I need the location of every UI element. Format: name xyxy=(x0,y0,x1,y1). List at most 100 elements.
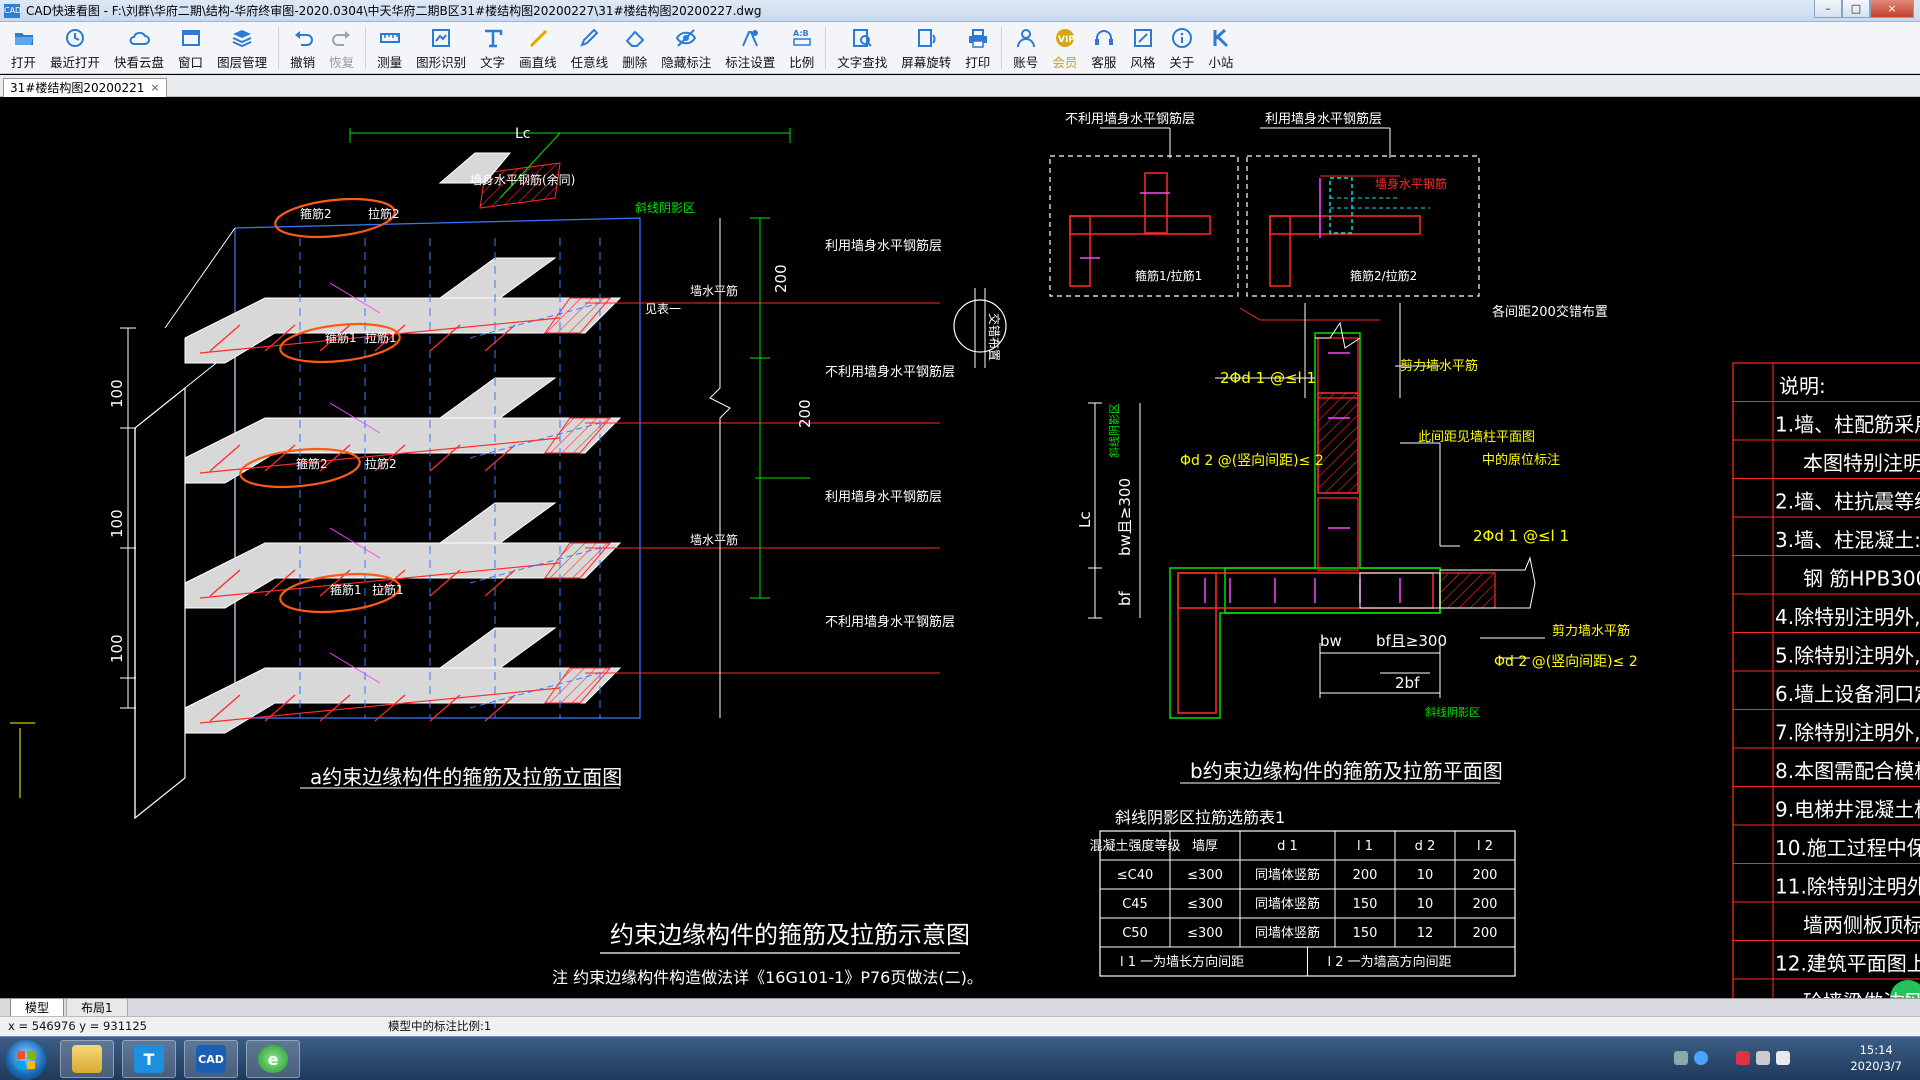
table-footer-cell: l 1 一为墙长方向间距 xyxy=(1120,954,1244,970)
toolbar-rotate-button[interactable]: 屏幕旋转 xyxy=(894,22,958,74)
tab-model[interactable]: 模型 xyxy=(10,999,65,1017)
taskbar-cad[interactable]: CAD xyxy=(184,1040,238,1078)
minimize-button[interactable]: – xyxy=(1814,0,1842,18)
close-button[interactable]: × xyxy=(1870,0,1914,18)
toolbar-hide-mark-button[interactable]: 隐藏标注 xyxy=(654,22,718,74)
toolbar-about-button[interactable]: 关于 xyxy=(1162,22,1201,74)
toolbar-account-button[interactable]: 账号 xyxy=(1006,22,1045,74)
stirrup-line xyxy=(319,324,351,352)
stirrup-label: 箍筋2 xyxy=(300,206,332,221)
keyboard-icon[interactable] xyxy=(1674,1051,1688,1065)
notes-line: 钢 筋HPB300 xyxy=(1803,567,1920,591)
annotation-scale: 模型中的标注比例:1 xyxy=(388,1019,492,1033)
toolbar-open-button[interactable]: 打开 xyxy=(4,22,43,74)
toolbar-cloud-button[interactable]: 快看云盘 xyxy=(107,22,171,74)
toolbar-station-button[interactable]: 小站 xyxy=(1201,22,1240,74)
network-icon[interactable] xyxy=(1756,1051,1770,1065)
drawing-note: 注 约束边缘构件构造做法详《16G101-1》P76页做法(二)。 xyxy=(552,968,983,987)
stirrup-line xyxy=(374,444,406,472)
toolbar-redo-button[interactable]: 恢复 xyxy=(322,22,361,74)
toolbar-find-text-button[interactable]: 文字查找 xyxy=(830,22,894,74)
plan-dim-label: Lc xyxy=(1076,511,1094,528)
stirrup-label: 拉筋2 xyxy=(368,206,400,221)
label-leader xyxy=(329,652,381,684)
plan-label: 此间距见墙柱平面图 xyxy=(1418,430,1535,445)
table-cell: 10 xyxy=(1417,897,1434,912)
toolbar-measure-button[interactable]: 测量 xyxy=(370,22,409,74)
markup-circle-1 xyxy=(279,322,401,364)
toolbar-undo-button[interactable]: 撤销 xyxy=(283,22,322,74)
toolbar-hide-mark-label: 隐藏标注 xyxy=(661,55,712,70)
detail-label: 利用墙身水平钢筋层 xyxy=(1265,111,1382,127)
cad-line xyxy=(1239,307,1261,321)
security-icon[interactable] xyxy=(1736,1051,1750,1065)
volume-icon[interactable] xyxy=(1776,1051,1790,1065)
slab-branch-1 xyxy=(438,377,557,419)
toolbar-erase-button[interactable]: 删除 xyxy=(615,22,654,74)
markup-circle-3 xyxy=(279,572,401,614)
toolbar-cloud-label: 快看云盘 xyxy=(114,55,165,70)
stirrup-label: 箍筋1 xyxy=(330,582,362,597)
toolbar-mark-set-button[interactable]: 标注设置 xyxy=(718,22,782,74)
stirrup-label: 箍筋1 xyxy=(325,330,357,345)
document-tab[interactable]: 31#楼结构图20200221 × xyxy=(3,78,167,97)
app-logo-icon: CAD xyxy=(4,3,21,18)
toolbar-measure-label: 测量 xyxy=(377,55,403,70)
plan-label: 剪力墙水平筋 xyxy=(1400,358,1478,374)
stirrup-line xyxy=(429,444,461,472)
elev-label: 不利用墙身水平钢筋层 xyxy=(825,364,955,380)
notes-line: 7.除特别注明外,剪力 xyxy=(1775,721,1920,745)
svg-text:A:B: A:B xyxy=(793,29,809,38)
wall-iso-edge xyxy=(164,227,236,329)
taskbar-browser[interactable]: e xyxy=(246,1040,300,1078)
slab-branch-3 xyxy=(438,627,557,669)
table-cell: 150 xyxy=(1353,897,1378,912)
close-tab-icon[interactable]: × xyxy=(150,81,160,94)
toolbar-style-button[interactable]: 风格 xyxy=(1123,22,1162,74)
toolbar-separator xyxy=(1001,27,1003,69)
maximize-button[interactable]: □ xyxy=(1842,0,1870,18)
toolbar-freeline-button[interactable]: 任意线 xyxy=(564,22,616,74)
toolbar-text-button[interactable]: 文字 xyxy=(473,22,512,74)
notes-line: 5.除特别注明外,墙上 xyxy=(1775,644,1920,668)
dim-left-label: 100 xyxy=(108,634,126,663)
table-cell: 150 xyxy=(1353,926,1378,941)
elev-label: 墙水平筋 xyxy=(690,283,738,298)
toolbar-print-button[interactable]: 打印 xyxy=(958,22,997,74)
toolbar-open-label: 打开 xyxy=(11,55,37,70)
stirrup-line xyxy=(484,569,516,597)
toolbar-recent-button[interactable]: 最近打开 xyxy=(43,22,107,74)
start-button[interactable] xyxy=(6,1040,46,1080)
help-icon[interactable] xyxy=(1694,1051,1708,1065)
elev-label: 不利用墙身水平钢筋层 xyxy=(825,614,955,630)
stirrup-line xyxy=(484,444,516,472)
toolbar-window-button[interactable]: 窗口 xyxy=(171,22,210,74)
toolbar-shape-recog-button[interactable]: 图形识别 xyxy=(409,22,473,74)
taskbar-explorer[interactable] xyxy=(60,1040,114,1078)
toolbar-service-button[interactable]: 客服 xyxy=(1084,22,1123,74)
cloud-icon xyxy=(128,27,151,49)
table-cell: 200 xyxy=(1353,868,1378,883)
toolbar-vip-label: 会员 xyxy=(1052,55,1078,70)
elev-label: 斜线阴影区 xyxy=(635,201,695,215)
clock-time: 15:14 xyxy=(1859,1043,1893,1057)
tab-layout1[interactable]: 布局1 xyxy=(66,999,128,1017)
notes-title: 说明: xyxy=(1779,374,1826,398)
detail1-stirrup xyxy=(1144,172,1168,234)
taskbar-t-app[interactable]: T xyxy=(122,1040,176,1078)
plan-hatch-right xyxy=(1439,572,1496,609)
stirrup-main xyxy=(199,687,561,724)
detail-label: 不利用墙身水平钢筋层 xyxy=(1065,111,1195,127)
toolbar-line-button[interactable]: 画直线 xyxy=(512,22,564,74)
detail-label: 箍筋1/拉筋1 xyxy=(1135,268,1202,283)
layout-tab-bar: 模型 布局1 xyxy=(0,998,1920,1017)
notes-line: 3.墙、柱混凝土:强度 xyxy=(1775,528,1920,552)
toolbar-layers-button[interactable]: 图层管理 xyxy=(210,22,274,74)
clock[interactable]: 15:14 2020/3/7 xyxy=(1850,1042,1902,1074)
pencil-icon xyxy=(578,27,600,49)
stirrup-line xyxy=(319,694,351,722)
stirrup-line xyxy=(374,569,406,597)
